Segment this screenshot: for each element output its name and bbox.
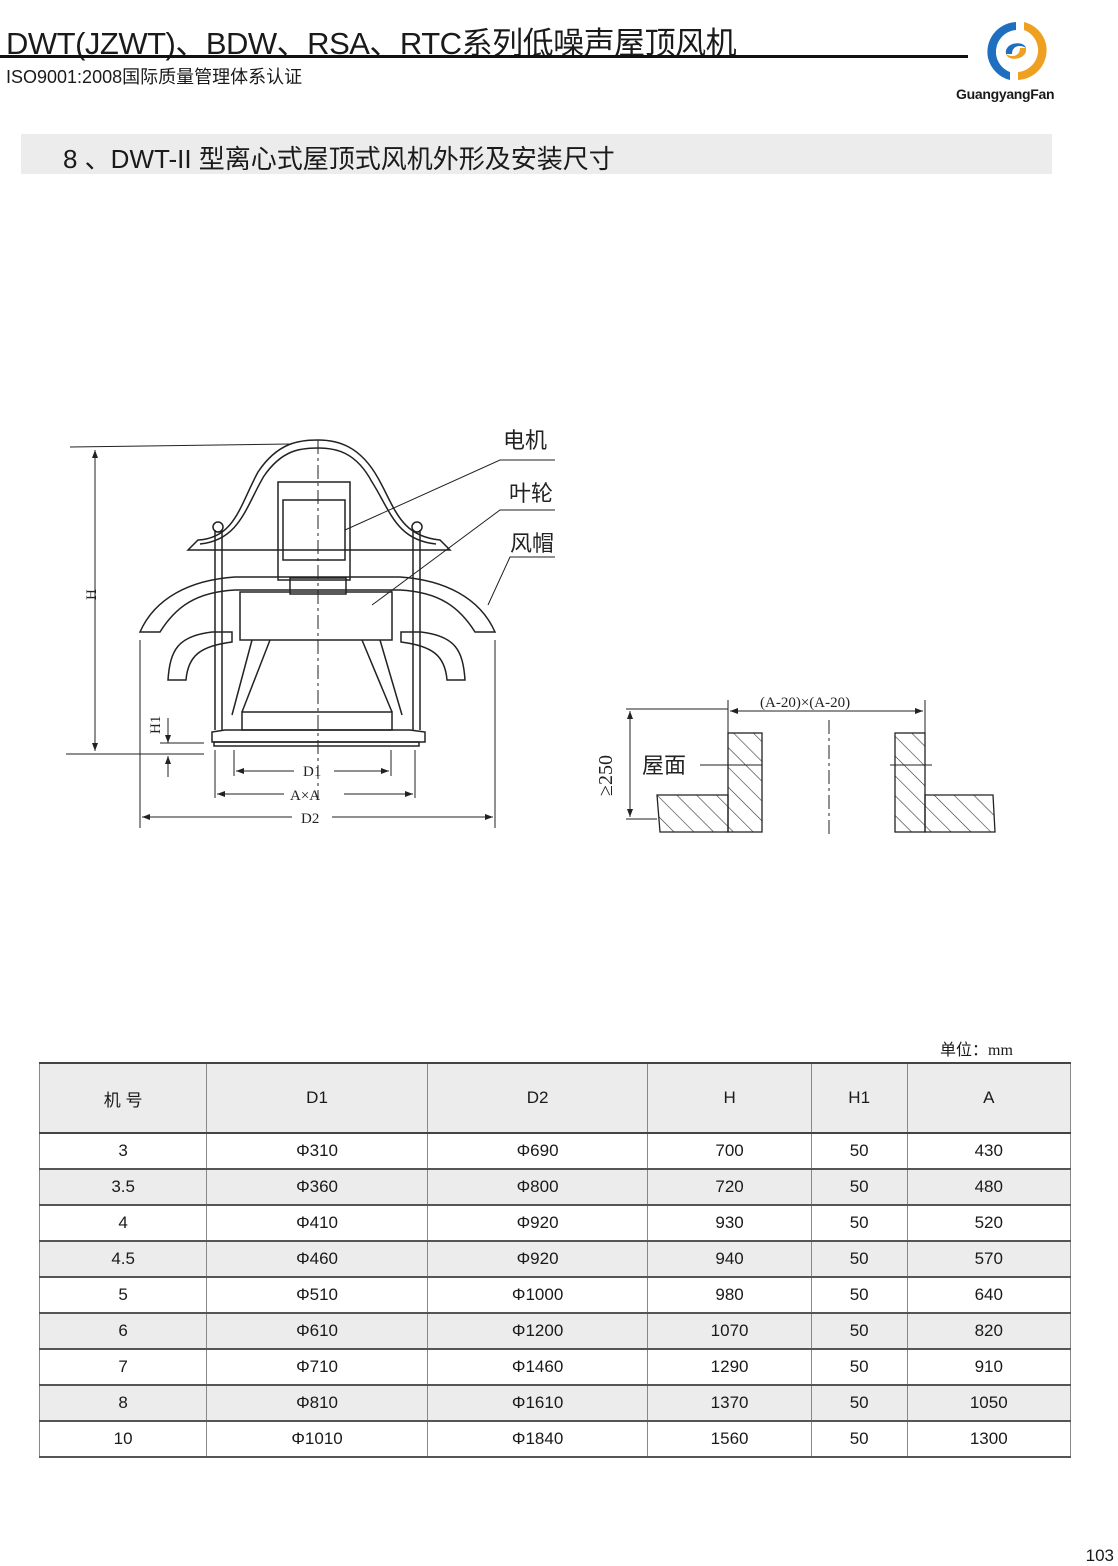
table-cell: 50 bbox=[810, 1169, 908, 1206]
certification-subtitle: ISO9001:2008国际质量管理体系认证 bbox=[6, 67, 303, 87]
table-cell: 930 bbox=[647, 1205, 812, 1242]
table-cell: 910 bbox=[906, 1349, 1072, 1386]
table-cell: 5 bbox=[38, 1277, 208, 1314]
table-cell: 1050 bbox=[906, 1385, 1072, 1422]
table-cell: Φ310 bbox=[206, 1133, 428, 1170]
table-cell: Φ460 bbox=[206, 1241, 428, 1278]
table-cell: 50 bbox=[810, 1241, 908, 1278]
table-cell: Φ810 bbox=[206, 1385, 428, 1422]
table-cell: 430 bbox=[906, 1133, 1072, 1170]
page-number: 103 bbox=[1085, 1546, 1114, 1565]
label-D1: D1 bbox=[303, 764, 321, 780]
table-cell: 50 bbox=[810, 1277, 908, 1314]
label-H: H bbox=[84, 589, 100, 600]
roof-installation-drawing: (A-20)×(A-20) ≥250 屋面 bbox=[595, 695, 996, 838]
label-hood: 风帽 bbox=[510, 531, 554, 556]
table-cell: Φ510 bbox=[206, 1277, 428, 1314]
table-cell: 720 bbox=[647, 1169, 812, 1206]
label-H1: H1 bbox=[148, 716, 164, 734]
label-opening: (A-20)×(A-20) bbox=[760, 695, 850, 711]
table-cell: 4 bbox=[38, 1205, 208, 1242]
dimension-lines bbox=[66, 443, 555, 828]
label-min-height: ≥250 bbox=[595, 755, 617, 796]
table-cell: 3 bbox=[38, 1133, 208, 1170]
table-cell: 700 bbox=[647, 1133, 812, 1170]
table-cell: Φ1840 bbox=[426, 1421, 649, 1458]
column-header: A bbox=[906, 1062, 1072, 1134]
table-cell: Φ920 bbox=[426, 1205, 649, 1242]
table-cell: Φ710 bbox=[206, 1349, 428, 1386]
table-cell: 50 bbox=[810, 1205, 908, 1242]
table-cell: 3.5 bbox=[38, 1169, 208, 1206]
column-header: H1 bbox=[810, 1062, 908, 1134]
table-cell: 520 bbox=[906, 1205, 1072, 1242]
table-cell: 7 bbox=[38, 1349, 208, 1386]
table-cell: 50 bbox=[810, 1349, 908, 1386]
table-cell: 570 bbox=[906, 1241, 1072, 1278]
logo-text: GuangyangFan bbox=[956, 86, 1055, 102]
column-header: D1 bbox=[206, 1062, 428, 1134]
table-cell: Φ410 bbox=[206, 1205, 428, 1242]
fan-dimension-drawing: 电机 叶轮 风帽 H H1 D1 A×A D2 (A-20)×(A-20) ≥2… bbox=[66, 428, 996, 838]
table-cell: 980 bbox=[647, 1277, 812, 1314]
table-cell: Φ920 bbox=[426, 1241, 649, 1278]
label-roof: 屋面 bbox=[642, 753, 686, 778]
table-cell: 480 bbox=[906, 1169, 1072, 1206]
table-cell: Φ360 bbox=[206, 1169, 428, 1206]
label-AxA: A×A bbox=[290, 788, 320, 804]
table-cell: 50 bbox=[810, 1385, 908, 1422]
table-cell: Φ610 bbox=[206, 1313, 428, 1350]
table-cell: 640 bbox=[906, 1277, 1072, 1314]
label-D2: D2 bbox=[301, 811, 319, 827]
table-cell: Φ1010 bbox=[206, 1421, 428, 1458]
table-cell: 1290 bbox=[647, 1349, 812, 1386]
table-cell: 50 bbox=[810, 1133, 908, 1170]
column-header: 机 号 bbox=[38, 1062, 208, 1134]
table-cell: 6 bbox=[38, 1313, 208, 1350]
table-cell: Φ1610 bbox=[426, 1385, 649, 1422]
table-cell: Φ1200 bbox=[426, 1313, 649, 1350]
label-motor: 电机 bbox=[503, 428, 547, 453]
table-cell: Φ800 bbox=[426, 1169, 649, 1206]
table-cell: Φ690 bbox=[426, 1133, 649, 1170]
table-cell: 1300 bbox=[906, 1421, 1072, 1458]
table-cell: 820 bbox=[906, 1313, 1072, 1350]
table-cell: 1070 bbox=[647, 1313, 812, 1350]
unit-label: 单位：mm bbox=[940, 1042, 1013, 1059]
title-divider bbox=[0, 55, 968, 58]
table-cell: 940 bbox=[647, 1241, 812, 1278]
table-cell: 50 bbox=[810, 1421, 908, 1458]
table-cell: 8 bbox=[38, 1385, 208, 1422]
table-cell: 1560 bbox=[647, 1421, 812, 1458]
table-cell: Φ1460 bbox=[426, 1349, 649, 1386]
column-header: H bbox=[647, 1062, 812, 1134]
column-header: D2 bbox=[426, 1062, 649, 1134]
table-cell: Φ1000 bbox=[426, 1277, 649, 1314]
label-impeller: 叶轮 bbox=[509, 481, 553, 506]
table-cell: 1370 bbox=[647, 1385, 812, 1422]
table-cell: 10 bbox=[38, 1421, 208, 1458]
section-header: 8 、DWT-II 型离心式屋顶式风机外形及安装尺寸 bbox=[21, 134, 1052, 174]
table-cell: 4.5 bbox=[38, 1241, 208, 1278]
table-cell: 50 bbox=[810, 1313, 908, 1350]
section-title: 8 、DWT-II 型离心式屋顶式风机外形及安装尺寸 bbox=[63, 144, 615, 174]
company-logo-icon bbox=[987, 22, 1047, 80]
